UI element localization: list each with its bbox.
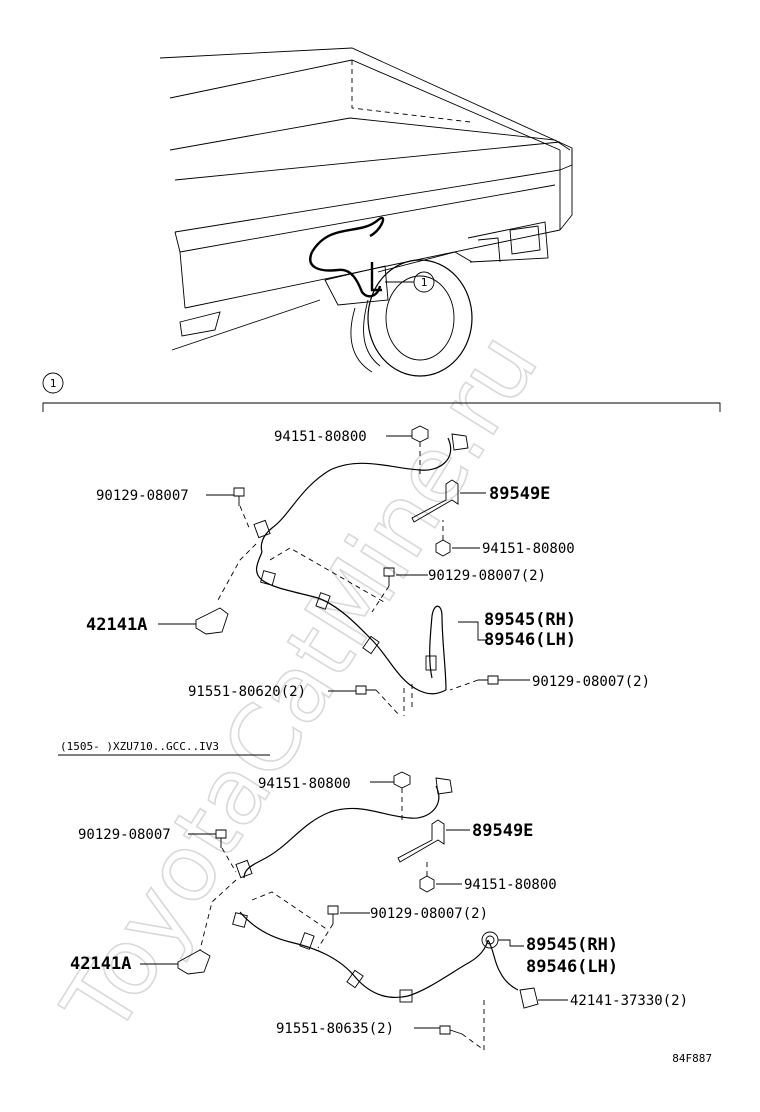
truck-rear-illustration: 1: [159, 47, 573, 377]
label-bracket-89549e-b: 89549E: [472, 821, 533, 841]
section-header: 1: [42, 372, 721, 412]
label-bolt-90129-08007-2-b: 90129-08007(2): [532, 674, 650, 690]
label-clamp-42141a-a: 42141A: [86, 615, 147, 635]
variant-label: (1505- )XZU710..GCC..IV3: [60, 740, 219, 753]
label-nut-94151-80800-d: 94151-80800: [464, 877, 557, 893]
lower-assembly: 94151-80800 90129-08007 89549E 94151-808…: [70, 771, 688, 1051]
upper-assembly: 94151-80800 90129-08007 89549E 94151-808…: [86, 425, 650, 717]
label-nut-94151-80800-b: 94151-80800: [482, 541, 575, 557]
callout-number-truck: 1: [421, 276, 428, 289]
label-bolt-90129-08007-b: 90129-08007: [78, 827, 171, 843]
label-sensor-89545-rh-a: 89545(RH): [484, 610, 576, 630]
callout-number-section: 1: [50, 377, 57, 390]
label-bolt-90129-08007-2-c: 90129-08007(2): [370, 906, 488, 922]
label-sensor-89545-rh-b: 89545(RH): [526, 935, 618, 955]
label-sensor-89546-lh-b: 89546(LH): [526, 957, 618, 977]
label-bolt-91551-80635-2: 91551-80635(2): [276, 1021, 394, 1037]
label-bracket-89549e-a: 89549E: [489, 484, 550, 504]
label-bolt-90129-08007-a: 90129-08007: [96, 488, 189, 504]
diagram-code: 84F887: [672, 1052, 712, 1065]
label-clamp-42141-37330-2: 42141-37330(2): [570, 993, 688, 1009]
label-nut-94151-80800-c: 94151-80800: [258, 776, 351, 792]
variant-header: (1505- )XZU710..GCC..IV3: [58, 740, 270, 756]
label-nut-94151-80800-a: 94151-80800: [274, 429, 367, 445]
label-bolt-91551-80620-2: 91551-80620(2): [188, 684, 306, 700]
label-bolt-90129-08007-2-a: 90129-08007(2): [428, 568, 546, 584]
label-sensor-89546-lh-a: 89546(LH): [484, 630, 576, 650]
label-clamp-42141a-b: 42141A: [70, 954, 131, 974]
